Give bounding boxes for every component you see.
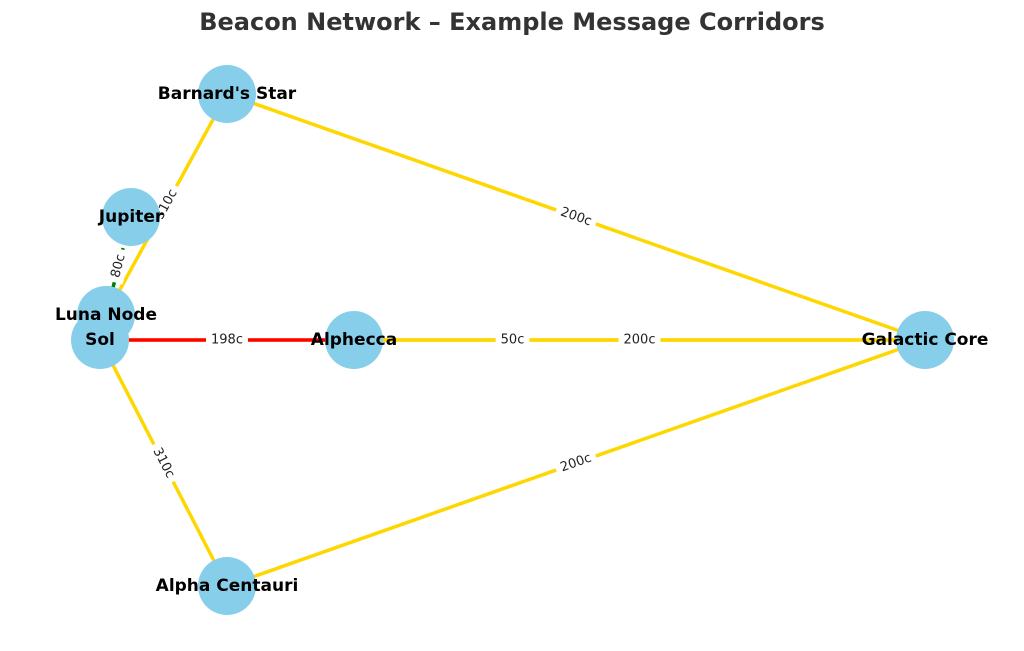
edge-label-bg	[618, 331, 661, 349]
edge-label-bg	[553, 202, 599, 232]
node-label-jupiter: Jupiter	[98, 207, 164, 227]
edge-label-bg	[106, 247, 131, 285]
node-label-galactic_core: Galactic Core	[862, 330, 989, 350]
edge-label-alpha_centauri-galactic_core: 200c	[553, 448, 599, 478]
edge-label-text: 198c	[211, 333, 243, 348]
node-label-barnards_star: Barnard's Star	[158, 84, 297, 104]
node-alpha_centauri	[198, 557, 256, 615]
node-label-alpha_centauri: Alpha Centauri	[156, 576, 299, 596]
node-barnards_star	[198, 65, 256, 123]
edge-label-alphecca-galactic_core: 200c	[618, 331, 661, 349]
node-label-alphecca: Alphecca	[311, 330, 397, 350]
node-alphecca	[325, 311, 383, 369]
node-jupiter	[102, 188, 160, 246]
edge-label-bg	[206, 331, 248, 349]
diagram-title: Beacon Network – Example Message Corrido…	[199, 8, 825, 36]
edge-label-text: 200c	[624, 333, 656, 348]
node-sol	[71, 311, 129, 369]
edge-label-text: 310c	[150, 445, 178, 480]
node-galactic_core	[896, 311, 954, 369]
edge-label-jupiter-luna_node: 80c	[106, 247, 131, 285]
edge-label-bg	[553, 448, 599, 478]
edge-label-barnards_star-galactic_core: 200c	[553, 202, 599, 232]
edge-label-text: 80c	[108, 253, 128, 280]
edge-label-sol-alphecca: 198c	[206, 331, 248, 349]
edge-label-sol-alpha_centauri: 310c	[146, 440, 181, 486]
edge-label-bg	[495, 331, 530, 349]
nodes-layer	[71, 65, 954, 615]
node-label-luna_node: Luna Node	[55, 305, 157, 325]
edge-label-sol-galactic_core: 50c	[495, 331, 530, 349]
node-label-sol: Sol	[85, 330, 115, 350]
edge-label-text: 50c	[501, 333, 525, 348]
edge-label-bg	[146, 440, 181, 486]
